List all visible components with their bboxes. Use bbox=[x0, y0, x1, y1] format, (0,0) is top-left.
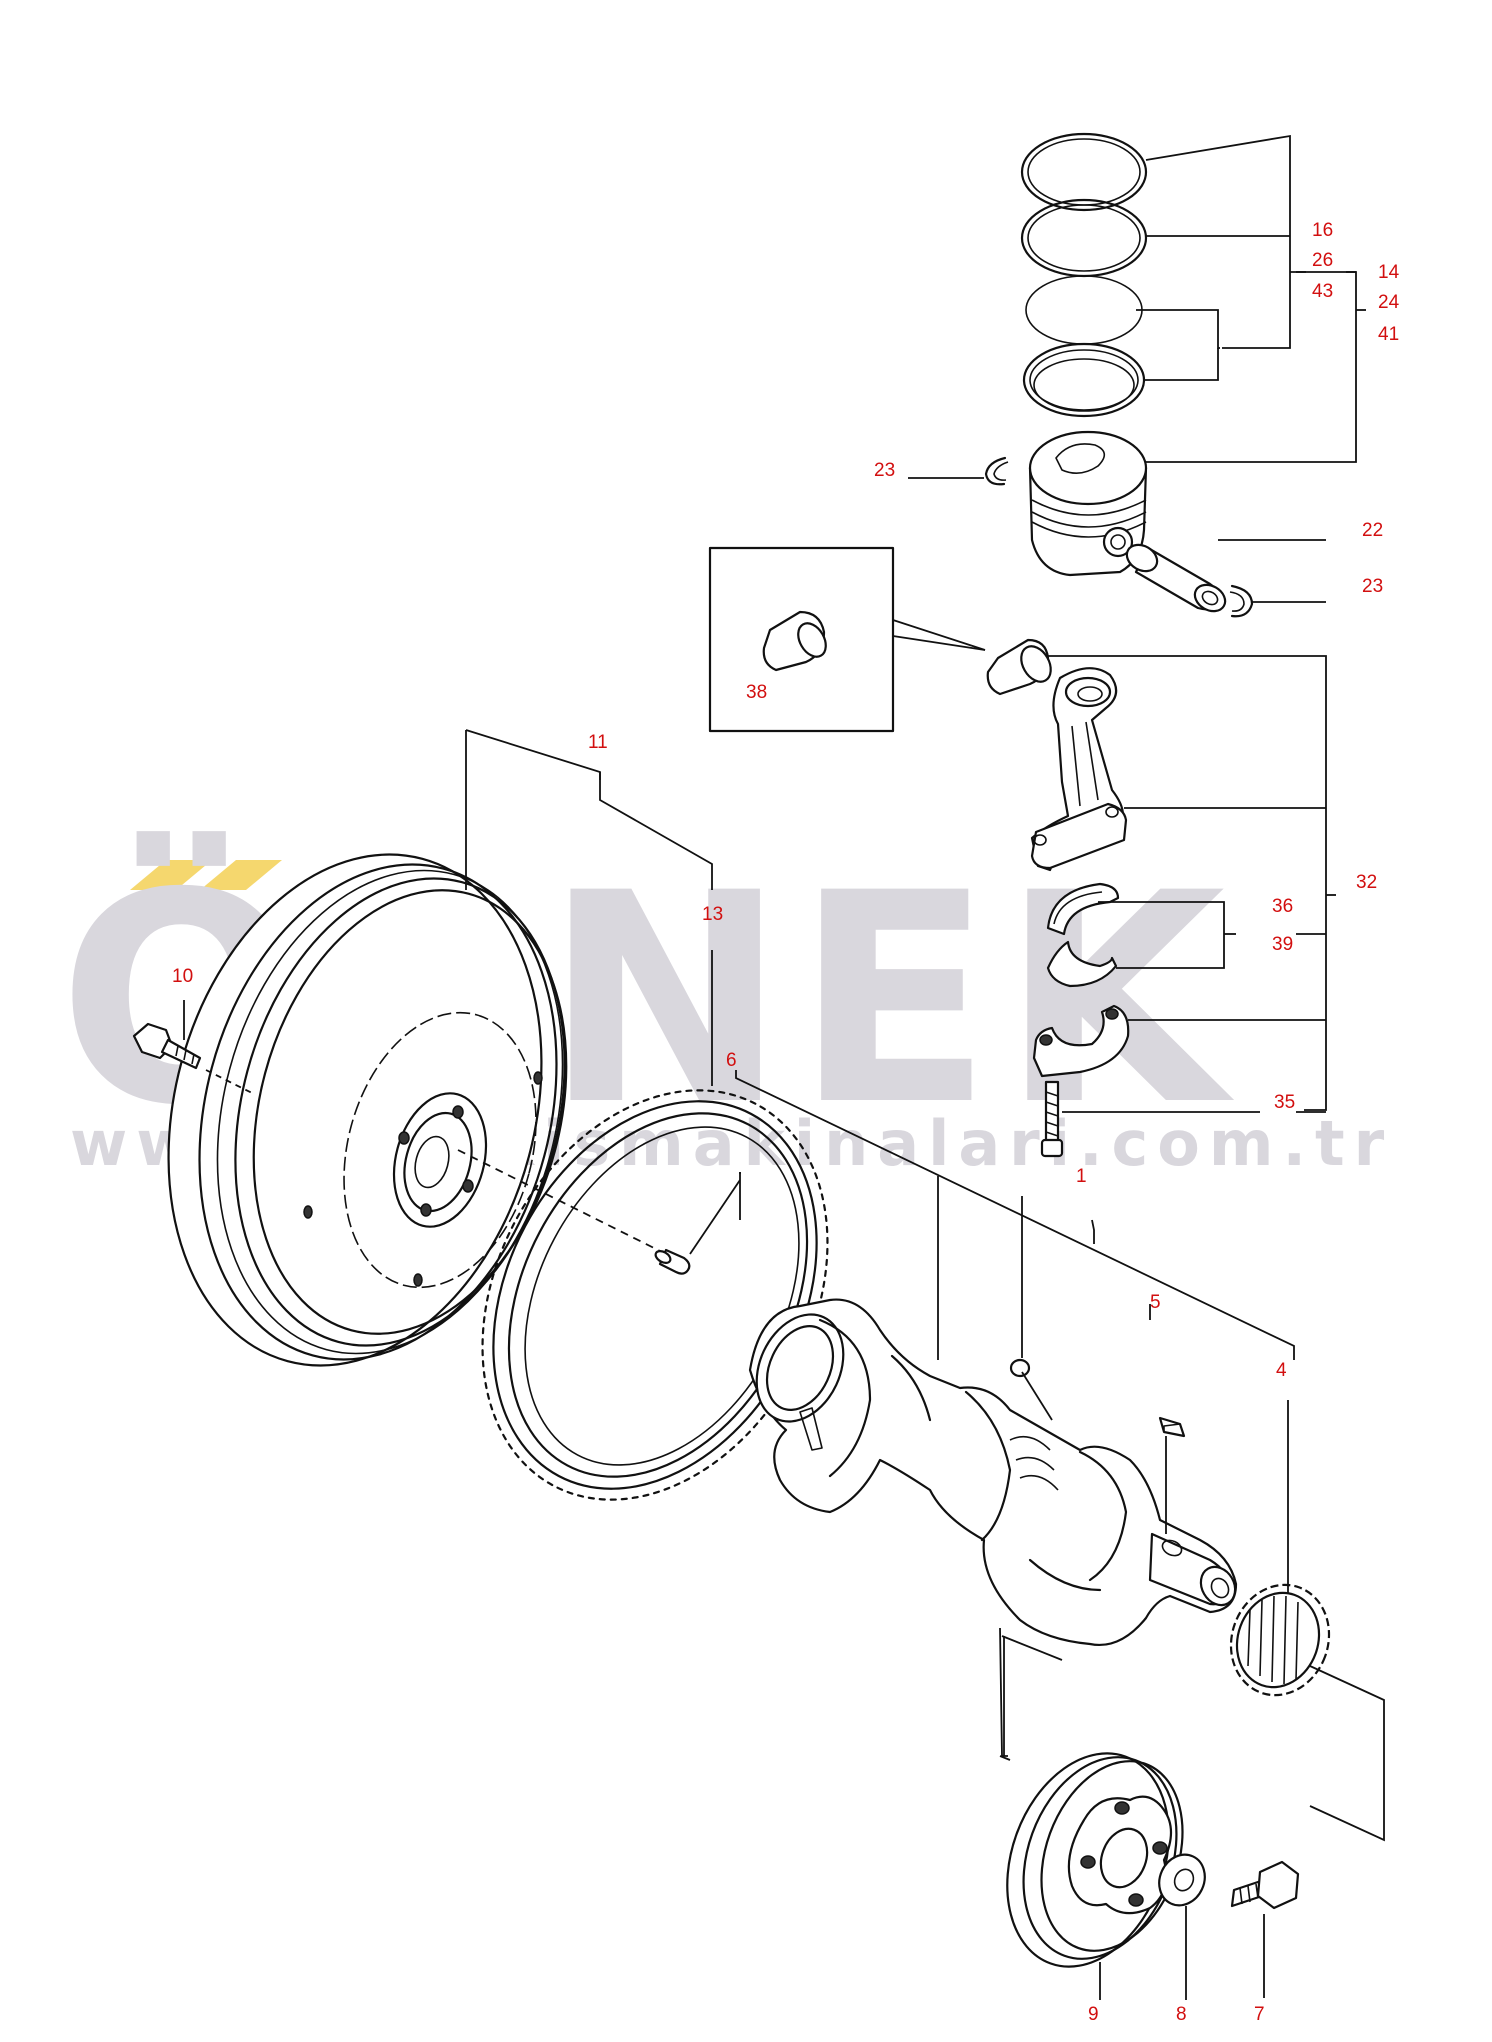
callout-35: 35 bbox=[1274, 1092, 1295, 1113]
connecting-rod bbox=[1030, 667, 1128, 872]
dowel-pin bbox=[457, 1149, 691, 1275]
crankshaft-ball bbox=[1009, 1358, 1031, 1378]
callout-43: 43 bbox=[1312, 281, 1333, 302]
piston bbox=[1028, 430, 1148, 577]
callout-11: 11 bbox=[588, 732, 608, 753]
pulley-washer bbox=[1158, 1853, 1206, 1907]
callout-4: 4 bbox=[1276, 1360, 1287, 1381]
piston-ring-second-inner bbox=[1027, 204, 1141, 272]
pulley-bolt bbox=[1230, 1860, 1300, 1910]
flywheel-bolt bbox=[132, 1022, 255, 1095]
piston-pin-circlip-left bbox=[984, 456, 1009, 486]
piston-ring-second bbox=[1020, 198, 1148, 278]
conrod-bearing-lower bbox=[1046, 940, 1118, 988]
callout-36: 36 bbox=[1272, 896, 1293, 917]
callout-10: 10 bbox=[172, 966, 193, 987]
callout-labels: 16 26 43 14 24 41 23 22 23 38 11 32 13 3… bbox=[172, 220, 1400, 2025]
flywheel bbox=[167, 853, 568, 1367]
piston-ring-oil bbox=[1025, 275, 1143, 345]
crankshaft bbox=[748, 1298, 1238, 1646]
piston-ring-expander bbox=[1022, 342, 1146, 418]
piston-ring-set bbox=[1020, 132, 1148, 418]
callout-16: 16 bbox=[1312, 220, 1333, 241]
small-end-bushing bbox=[986, 638, 1052, 696]
callout-6: 6 bbox=[726, 1050, 737, 1071]
callout-1: 1 bbox=[1076, 1166, 1087, 1187]
callout-8: 8 bbox=[1176, 2004, 1187, 2025]
callout-5: 5 bbox=[1150, 1292, 1161, 1313]
piston-ring-top bbox=[1020, 132, 1148, 212]
piston-pin bbox=[1125, 543, 1227, 613]
conrod-bolt bbox=[1040, 1080, 1064, 1158]
crankshaft-key bbox=[1158, 1416, 1186, 1438]
conrod-cap bbox=[1032, 1004, 1130, 1078]
callout-22: 22 bbox=[1362, 520, 1383, 541]
callout-23-left: 23 bbox=[874, 460, 895, 481]
callout-39: 39 bbox=[1272, 934, 1293, 955]
callout-41: 41 bbox=[1378, 324, 1399, 345]
callout-38: 38 bbox=[746, 682, 767, 703]
callout-32: 32 bbox=[1356, 872, 1377, 893]
piston-ring-expander-inner2 bbox=[1033, 358, 1135, 412]
piston-ring-top-inner bbox=[1027, 138, 1141, 206]
callout-14: 14 bbox=[1378, 262, 1400, 283]
callout-26: 26 bbox=[1312, 250, 1333, 271]
callout-13: 13 bbox=[702, 904, 723, 925]
piston-pin-circlip-right bbox=[1229, 584, 1254, 618]
callout-7: 7 bbox=[1254, 2004, 1265, 2025]
bushing-detail-inset bbox=[708, 546, 986, 733]
watermark-umlaut-left bbox=[130, 860, 212, 890]
piston-ring-expander-inner bbox=[1029, 349, 1139, 411]
callout-23-right: 23 bbox=[1362, 576, 1383, 597]
leader-lines bbox=[183, 134, 1385, 2000]
watermark-umlaut-right bbox=[200, 860, 282, 890]
crankshaft-gear bbox=[1229, 1583, 1331, 1697]
callout-24: 24 bbox=[1378, 292, 1400, 313]
conrod-bearing-upper bbox=[1046, 882, 1120, 936]
callout-9: 9 bbox=[1088, 2004, 1099, 2025]
